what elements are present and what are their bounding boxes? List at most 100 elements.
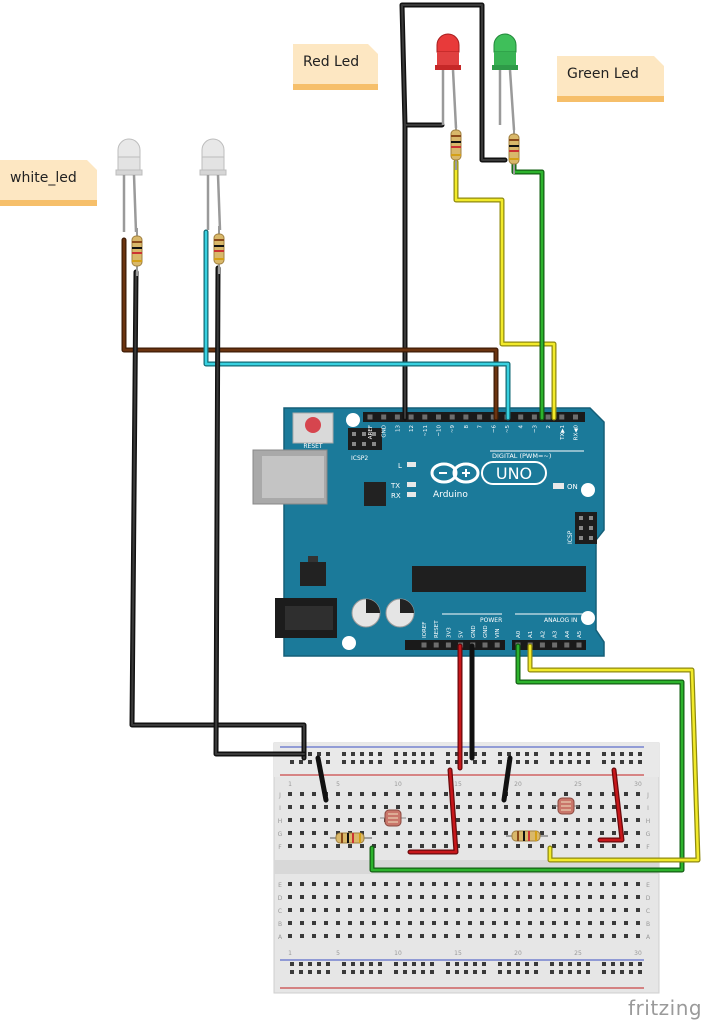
led-resistors [131,122,520,276]
pin-label: RESET [434,620,440,638]
pin-label: A5 [577,630,583,638]
row-letter: C [646,908,650,915]
note-red-led: Red Led [293,44,378,90]
icsp-label: ICSP [567,530,574,544]
pin-label: A2 [540,631,546,638]
pin-label: ~3 [532,425,538,434]
bb-resistor-2 [506,830,548,842]
row-letter: B [646,921,650,928]
on-label: ON [567,483,578,491]
row-letter: E [278,882,282,889]
pin-label: A0 [516,630,522,638]
pin-label: 3V3 [446,627,452,638]
red-led [435,33,461,129]
digital-label: DIGITAL (PWM=~) [492,452,551,460]
row-letter: F [278,844,282,851]
pin-label: A1 [528,631,534,638]
row-letter: H [646,818,651,825]
col-number: 5 [336,950,340,957]
col-number: 30 [634,781,642,788]
pin-label: 12 [409,425,415,432]
pin-label: 5V [459,631,465,638]
note-white-led-text: white_led [10,170,77,186]
green-led [492,33,518,131]
reset-label: RESET [303,443,323,450]
white-led-2 [199,138,227,231]
power-pin-labels: IOREF RESET 3V3 5V GND GND VIN [422,620,501,638]
atmega-chip [412,566,586,592]
col-number: 10 [394,781,402,788]
col-number: 5 [336,781,340,788]
pin-label: 7 [478,425,484,429]
photoresistor-1 [380,809,406,827]
note-red-led-text: Red Led [303,54,360,70]
note-green-led-text: Green Led [567,66,639,82]
row-letter: C [278,908,282,915]
pin-label: ~10 [437,425,443,437]
analog-label: ANALOG IN [544,617,577,624]
resistor [508,133,520,165]
pin-label: 4 [519,425,525,429]
row-letter: A [278,934,283,941]
resistor [213,233,225,265]
digital-header [363,412,585,422]
arduino-uno-board: RESET ICSP2 L TX RX UNO Arduino ON [252,407,605,657]
pin-label: ~9 [450,425,456,434]
pin-label: 2 [546,425,552,429]
wire-bb-black-2 [501,755,513,803]
wire-brown-pin7 [121,237,499,421]
row-letter: A [646,934,651,941]
pin-label: RX◀0 [574,425,580,441]
wire-cyan-pin6 [203,229,511,421]
pin-label: ~6 [491,425,497,434]
pin-label: GND [382,425,388,438]
pin-label: TX▶1 [560,425,566,441]
row-letter: D [646,895,651,902]
col-number: 15 [454,950,462,957]
power-label: POWER [480,617,502,624]
note-green-led: Green Led [557,56,664,102]
row-letter: G [646,831,651,838]
resistor [450,129,462,161]
uno-label: UNO [496,464,532,483]
breadboard-holes [288,752,642,974]
white-led-1 [115,138,143,233]
row-letter: J [646,792,649,799]
row-letter: B [278,921,282,928]
photoresistor-2 [553,797,579,815]
wire-green-pin3 [511,161,545,421]
icsp2-header [348,428,382,450]
fritzing-watermark: fritzing [628,996,703,1020]
icsp-header [575,512,597,544]
voltage-regulator [300,562,326,586]
col-number: 25 [574,950,582,957]
rx-label: RX [391,492,401,500]
pin-label: ~5 [505,425,511,434]
col-number: 10 [394,950,402,957]
arduino-brand: Arduino [433,490,468,500]
icsp2-label: ICSP2 [351,455,368,462]
row-letter: F [646,844,650,851]
col-number: 25 [574,781,582,788]
pin-label: GND [483,625,489,638]
row-letter: G [278,831,283,838]
pin-label: IOREF [422,622,428,638]
row-letter: H [278,818,283,825]
pin-label: ~11 [423,425,429,437]
tx-label: TX [390,482,400,490]
row-letter: E [646,882,650,889]
pin-label: GND [471,625,477,638]
row-letter: J [278,792,281,799]
resistor [131,235,143,267]
col-number: 1 [288,950,292,957]
l-label: L [398,462,402,470]
pin-label: VIN [495,629,501,639]
row-letter: D [278,895,283,902]
chip-small [364,482,386,506]
pin-label: AREF [368,425,374,439]
bb-resistor-1 [330,832,372,844]
